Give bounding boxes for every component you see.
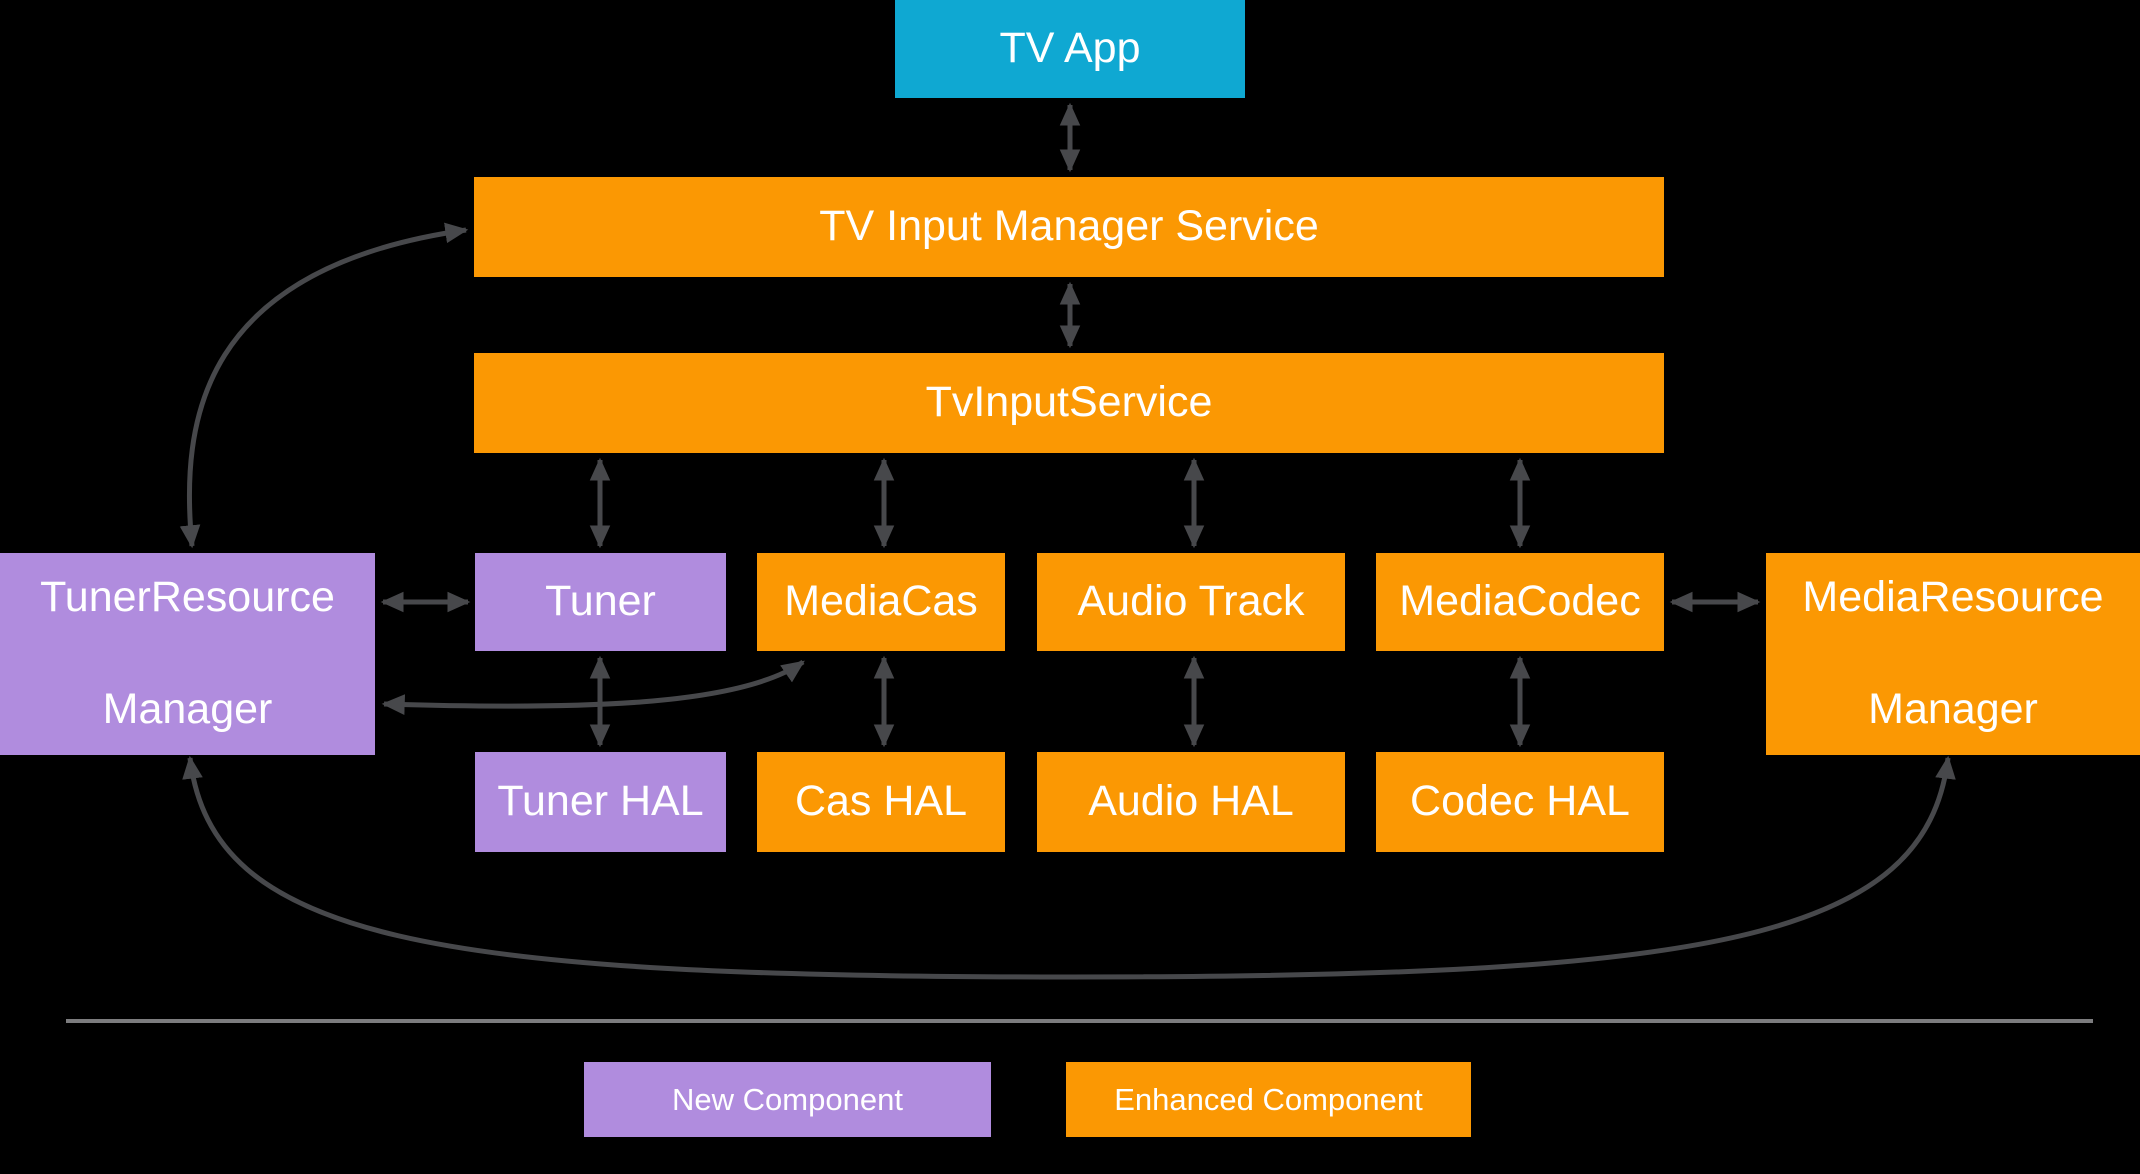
legend-enhanced-component: Enhanced Component — [1066, 1062, 1471, 1137]
node-audio-track: Audio Track — [1037, 553, 1345, 651]
node-tv-input-service-label: TvInputService — [925, 378, 1213, 427]
node-media-resource-manager-line2: Manager — [1868, 684, 2038, 733]
node-mediacas-label: MediaCas — [784, 577, 978, 626]
node-tuner: Tuner — [475, 553, 726, 651]
node-tuner-hal-label: Tuner HAL — [497, 777, 704, 826]
node-tv-input-manager-service: TV Input Manager Service — [474, 177, 1664, 277]
node-cas-hal: Cas HAL — [757, 752, 1005, 852]
node-cas-hal-label: Cas HAL — [794, 777, 968, 826]
node-audio-hal: Audio HAL — [1037, 752, 1345, 852]
node-audio-hal-label: Audio HAL — [1088, 777, 1294, 826]
arrow-trm-tims-curve — [179, 222, 469, 549]
node-tuner-resource-manager-line2: Manager — [102, 684, 273, 733]
node-tuner-label: Tuner — [545, 577, 656, 626]
legend-divider — [66, 1019, 2093, 1023]
node-codec-hal: Codec HAL — [1376, 752, 1664, 852]
node-mediacodec: MediaCodec — [1376, 553, 1664, 651]
node-tv-input-service: TvInputService — [474, 353, 1664, 453]
legend-enhanced-component-label: Enhanced Component — [1114, 1081, 1423, 1117]
node-mediacodec-label: MediaCodec — [1399, 577, 1641, 626]
node-codec-hal-label: Codec HAL — [1410, 777, 1630, 826]
legend-new-component-label: New Component — [672, 1081, 903, 1117]
node-audio-track-label: Audio Track — [1077, 577, 1305, 626]
node-tuner-resource-manager: TunerResource Manager — [0, 553, 375, 755]
node-tv-app: TV App — [895, 0, 1245, 98]
node-tuner-hal: Tuner HAL — [475, 752, 726, 852]
node-media-resource-manager: MediaResource Manager — [1766, 553, 2140, 755]
node-tv-app-label: TV App — [999, 24, 1141, 73]
node-tv-input-manager-service-label: TV Input Manager Service — [819, 202, 1319, 251]
node-mediacas: MediaCas — [757, 553, 1005, 651]
arrow-trm-mediacas-curve — [381, 659, 805, 715]
legend-new-component: New Component — [584, 1062, 991, 1137]
node-tuner-resource-manager-line1: TunerResource — [40, 573, 335, 622]
node-media-resource-manager-line1: MediaResource — [1802, 573, 2104, 622]
